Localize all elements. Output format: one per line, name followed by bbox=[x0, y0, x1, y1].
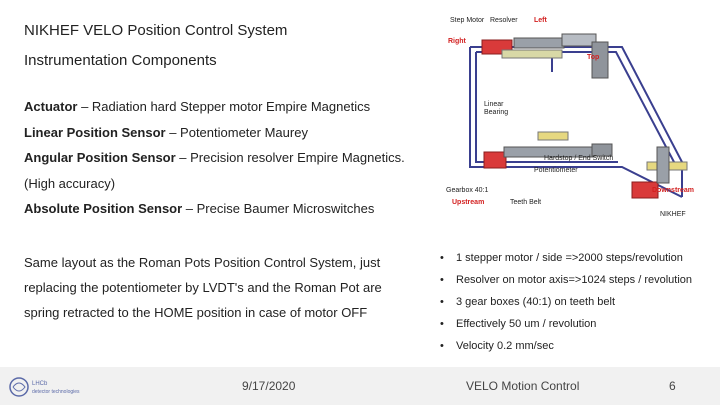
position-control-diagram: Step Motor Resolver Left Right Top Linea… bbox=[446, 17, 694, 218]
spec-term: Linear Position Sensor bbox=[24, 125, 166, 140]
bullet-item: 3 gear boxes (40:1) on teeth belt bbox=[440, 295, 692, 317]
label-teeth-belt: Teeth Belt bbox=[510, 199, 541, 206]
lhcb-logo: LHCb detector technologies bbox=[9, 377, 80, 397]
label-top: Top bbox=[587, 54, 599, 61]
spec-high-accuracy: (High accuracy) bbox=[24, 176, 115, 191]
spec-desc: – Precision resolver Empire Magnetics. bbox=[175, 150, 405, 165]
label-upstream: Upstream bbox=[452, 199, 484, 206]
label-resolver: Resolver bbox=[490, 17, 518, 24]
paragraph-line: replacing the potentiometer by LVDT's an… bbox=[24, 280, 382, 295]
middle-assembly bbox=[483, 131, 613, 169]
spec-term: Angular Position Sensor bbox=[24, 150, 176, 165]
spec-linear-sensor: Linear Position Sensor – Potentiometer M… bbox=[24, 125, 308, 140]
label-hardstop: Hardstop / End Switch bbox=[544, 155, 613, 162]
label-downstream: Downstream bbox=[652, 187, 694, 194]
paragraph-line: spring retracted to the HOME position in… bbox=[24, 305, 368, 320]
slide-title: NIKHEF VELO Position Control System bbox=[24, 22, 288, 39]
footer-date: 9/17/2020 bbox=[242, 379, 296, 393]
svg-text:LHCb: LHCb bbox=[32, 381, 48, 387]
bullet-item: Effectively 50 um / revolution bbox=[440, 317, 692, 339]
footer-bar: LHCb detector technologies 9/17/2020 VEL… bbox=[0, 367, 720, 405]
spec-absolute-sensor: Absolute Position Sensor – Precise Baume… bbox=[24, 201, 374, 216]
frame-rails bbox=[469, 46, 683, 198]
paragraph-line: Same layout as the Roman Pots Position C… bbox=[24, 255, 381, 270]
description-paragraph: Same layout as the Roman Pots Position C… bbox=[24, 250, 424, 325]
spec-actuator: Actuator – Radiation hard Stepper motor … bbox=[24, 99, 370, 114]
slide-subtitle: Instrumentation Components bbox=[24, 52, 217, 69]
label-right: Right bbox=[448, 38, 467, 45]
spec-desc: – Radiation hard Stepper motor Empire Ma… bbox=[77, 99, 371, 114]
specs-bullet-list: 1 stepper motor / side =>2000 steps/revo… bbox=[440, 251, 692, 361]
spec-angular-sensor: Angular Position Sensor – Precision reso… bbox=[24, 150, 405, 165]
bullet-item: Velocity 0.2 mm/sec bbox=[440, 339, 692, 361]
nikhef-logo-text: NIKHEF bbox=[660, 211, 686, 218]
label-potentiometer: Potentiometer bbox=[534, 167, 578, 174]
svg-text:detector technologies: detector technologies bbox=[32, 389, 80, 395]
label-step-motor: Step Motor bbox=[450, 17, 485, 24]
top-assembly bbox=[481, 33, 609, 79]
footer-title: VELO Motion Control bbox=[466, 379, 580, 393]
label-left: Left bbox=[534, 17, 548, 24]
spec-desc: – Potentiometer Maurey bbox=[165, 125, 308, 140]
spec-desc: – Precise Baumer Microswitches bbox=[182, 201, 375, 216]
spec-term: Actuator bbox=[24, 99, 78, 114]
spec-desc: (High accuracy) bbox=[24, 176, 116, 191]
spec-term: Absolute Position Sensor bbox=[24, 201, 183, 216]
bullet-item: Resolver on motor axis=>1024 steps / rev… bbox=[440, 273, 692, 295]
label-gearbox: Gearbox 40:1 bbox=[446, 187, 489, 194]
downstream-assembly bbox=[631, 146, 688, 199]
bullet-item: 1 stepper motor / side =>2000 steps/revo… bbox=[440, 251, 692, 273]
page-number: 6 bbox=[669, 379, 676, 393]
